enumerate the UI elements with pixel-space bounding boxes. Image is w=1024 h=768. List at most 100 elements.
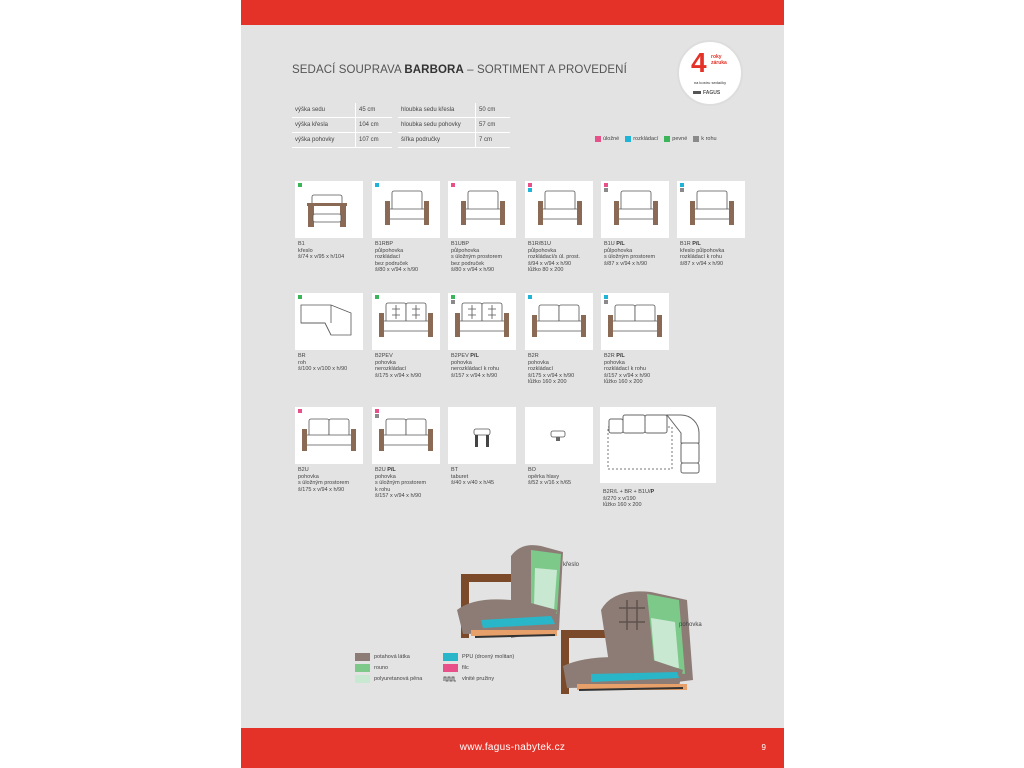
- product-detail: půlpohovka: [528, 247, 557, 254]
- warranty-frame-note: na kostru sedačky: [693, 80, 727, 85]
- product-card-halfsofa: [372, 181, 440, 238]
- product-code: BT: [451, 467, 459, 473]
- product-drawing: [473, 428, 491, 447]
- label-chair: křeslo: [563, 562, 580, 568]
- label-sofa: pohovka: [679, 622, 702, 628]
- product-detail: š/40 x v/40 x h/45: [451, 480, 495, 487]
- product-card-sofa2flat: [601, 293, 669, 350]
- product-detail: s úložným prostorem: [298, 480, 350, 487]
- product-card-sofa2: [448, 293, 516, 350]
- footer-url[interactable]: www.fagus-nabytek.cz: [459, 742, 566, 753]
- top-red-band: [241, 0, 784, 25]
- product-detail: pohovka: [528, 359, 549, 366]
- springs-icon: [443, 676, 456, 681]
- product-card-headrest: [525, 407, 593, 464]
- legend-item: úložné: [595, 136, 619, 142]
- product-detail: š/157 x v/94 x h/90: [375, 493, 422, 500]
- product-code: BO: [528, 467, 536, 473]
- material-felt: filc: [443, 662, 553, 673]
- product-card-halfsofa: [525, 181, 593, 238]
- product-drawing: [550, 430, 566, 441]
- type-dot: [451, 295, 455, 299]
- material-ppu: PPU (drcený molitan): [443, 651, 553, 662]
- type-dots: [298, 295, 302, 299]
- product-detail: š/87 x v/94 x h/90: [604, 260, 648, 267]
- type-dots: [375, 295, 379, 299]
- spec-value: 7 cm: [475, 132, 510, 148]
- product-code: B2R P/L: [604, 353, 625, 359]
- product-card-halfsofa: [448, 181, 516, 238]
- product-detail: půlpohovka: [375, 247, 404, 254]
- product-detail: š/175 x v/94 x h/90: [528, 372, 575, 379]
- product-drawing: [614, 190, 658, 225]
- type-dot: [528, 295, 532, 299]
- product-code: B1UBP: [451, 241, 470, 247]
- type-dot: [604, 183, 608, 187]
- product-detail: křeslo: [298, 247, 313, 254]
- product-detail: rozkládací: [375, 254, 401, 261]
- type-dot: [298, 183, 302, 187]
- product-detail: š/94 x v/94 x h/90: [528, 260, 572, 267]
- product-detail: š/157 x v/94 x h/90: [451, 372, 498, 379]
- product-card-stool: [448, 407, 516, 464]
- product-detail: rozkládací/s úl. prost.: [528, 254, 580, 261]
- product-detail: š/87 x v/94 x h/90: [680, 260, 724, 267]
- product-drawing: [455, 302, 509, 337]
- type-dot: [451, 300, 455, 304]
- product-drawing: [538, 190, 582, 225]
- product-drawing: [379, 418, 433, 451]
- spec-value: 57 cm: [475, 117, 510, 133]
- product-detail: pohovka: [375, 359, 396, 366]
- type-dots: [375, 183, 379, 187]
- legend-swatch: [625, 136, 632, 142]
- type-dots: [298, 409, 302, 413]
- set-image-card: [600, 407, 716, 483]
- page-number: 9: [761, 743, 766, 752]
- type-dots: [451, 183, 455, 187]
- product-card-halfsofa: [677, 181, 745, 238]
- type-dot: [375, 409, 379, 413]
- set-caption: B2R/L + BR + B1U/P š/270 x v/190 lůžko 1…: [603, 489, 655, 509]
- spec-label: výška sedu: [292, 103, 356, 118]
- legend-swatch: [595, 136, 601, 142]
- type-dots: [604, 295, 608, 304]
- type-dot: [680, 183, 684, 187]
- legend-item: rozkládací: [625, 136, 658, 142]
- product-detail: s úložným prostorem: [604, 254, 656, 261]
- type-dots: [528, 295, 532, 299]
- product-drawing: [307, 194, 347, 227]
- product-detail: s úložným prostorem: [375, 480, 427, 487]
- spec-label: výška pohovky: [292, 132, 356, 148]
- product-detail: š/157 x v/94 x h/90: [604, 372, 651, 379]
- material-fleece: rouno: [355, 662, 443, 673]
- product-card-chair: [295, 181, 363, 238]
- type-dots: [375, 409, 379, 418]
- catalog-page: SEDACÍ SOUPRAVA BARBORA – SORTIMENT A PR…: [241, 0, 784, 768]
- product-detail: nerozkládací: [375, 366, 407, 373]
- product-detail: pohovka: [298, 473, 319, 480]
- product-detail: lůžko 160 x 200: [528, 379, 567, 386]
- type-dots: [298, 183, 302, 187]
- spec-value: 107 cm: [355, 132, 392, 148]
- spec-label: šířka područky: [398, 132, 476, 148]
- product-detail: taburet: [451, 473, 469, 480]
- sofa-cutaway: [561, 591, 693, 694]
- spec-value: 104 cm: [355, 117, 392, 133]
- product-drawing: [385, 190, 429, 225]
